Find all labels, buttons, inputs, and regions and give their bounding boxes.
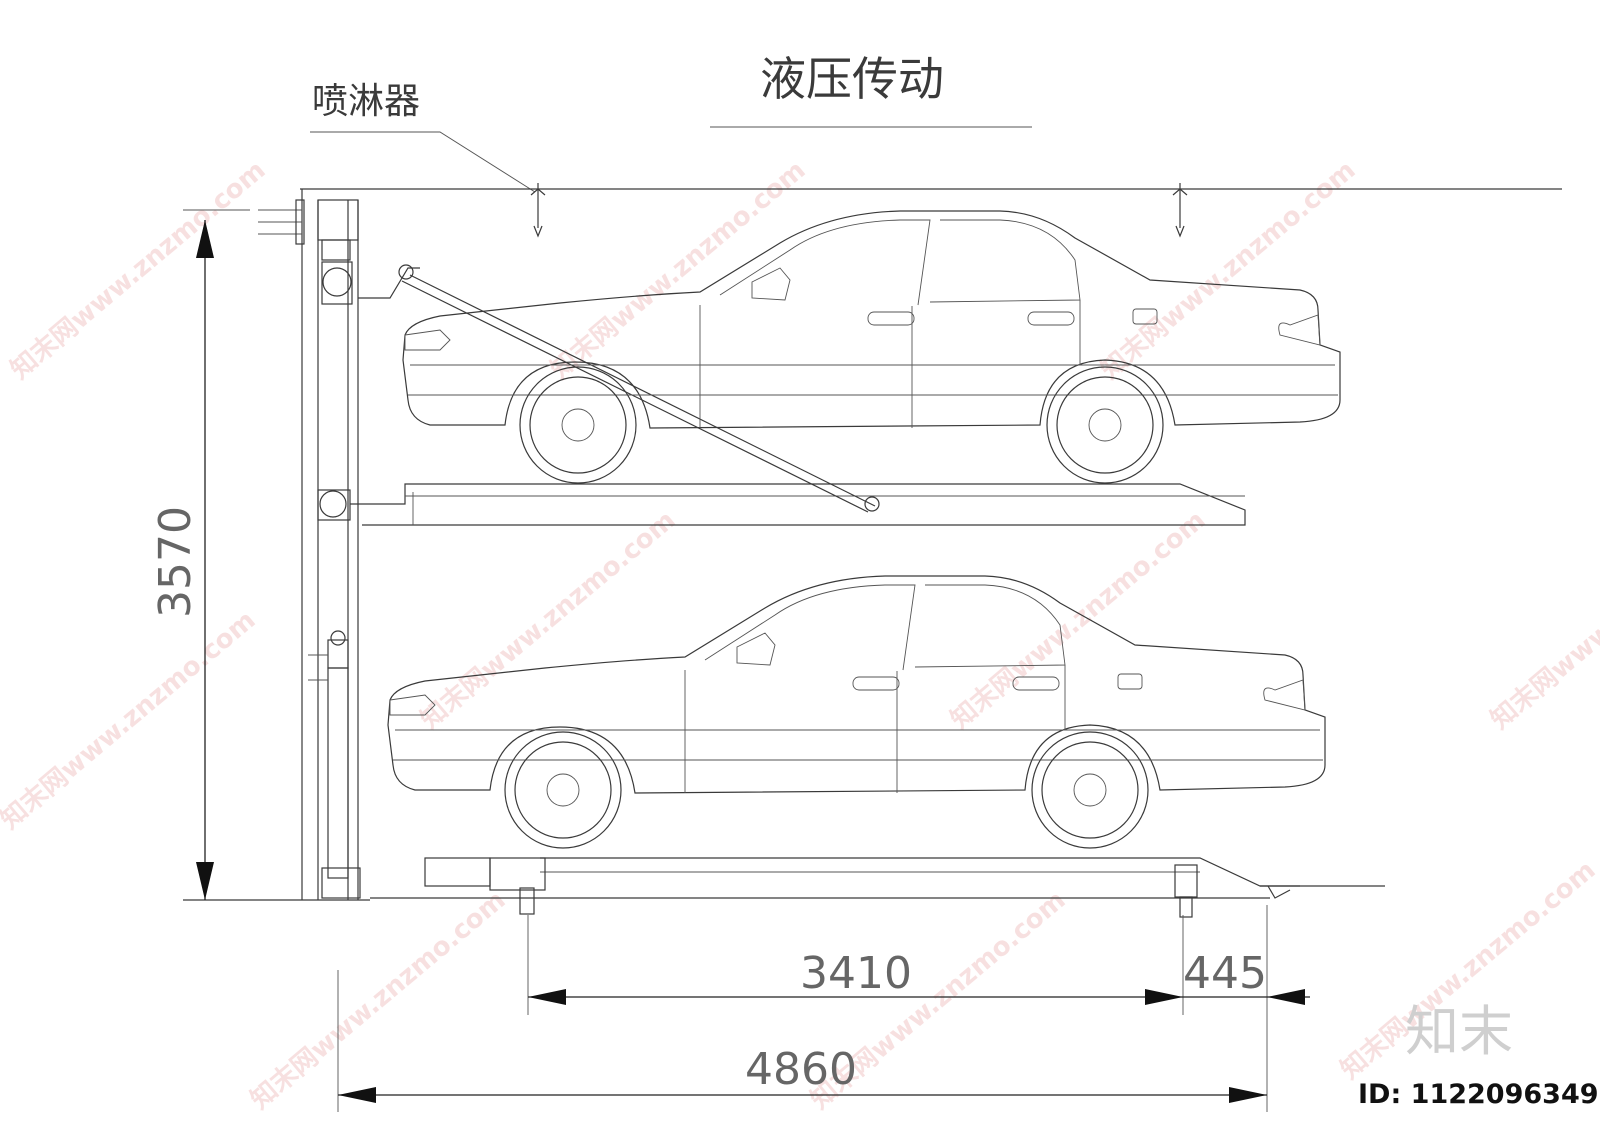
dimension-span-end bbox=[1183, 989, 1310, 1005]
dimension-span-main-label: 3410 bbox=[800, 948, 912, 999]
watermark: 知末网www.znzmo.com bbox=[245, 885, 511, 1115]
upper-car bbox=[402, 210, 1341, 484]
diagram-title: 液压传动 bbox=[760, 52, 944, 106]
dimension-overall-label: 4860 bbox=[745, 1044, 857, 1095]
lower-car bbox=[387, 575, 1326, 849]
watermark: 知末网www.znzmo.com bbox=[415, 505, 681, 735]
dimension-span-main bbox=[528, 989, 1183, 1005]
watermark: 知末网www.znzmo.com bbox=[945, 505, 1211, 735]
sprinkler-icon bbox=[530, 183, 546, 238]
dimension-span-end-label: 445 bbox=[1183, 948, 1267, 999]
dimension-overall bbox=[338, 1087, 1267, 1103]
watermark: 知末网www.znzmo.com bbox=[0, 605, 261, 835]
dimension-height bbox=[183, 209, 250, 900]
watermark: 知末网www.znzmo.com bbox=[545, 155, 811, 385]
dimension-height-label: 3570 bbox=[150, 506, 201, 618]
lower-platform bbox=[370, 857, 1385, 918]
lift-column bbox=[258, 189, 361, 900]
upper-platform bbox=[350, 264, 1246, 526]
sprinkler-icon bbox=[1172, 183, 1188, 238]
brand-logo: 知末 bbox=[1405, 1000, 1513, 1063]
watermark: 知末网www.znzmo.com bbox=[1485, 505, 1600, 735]
sprinkler-leader-line bbox=[310, 131, 536, 193]
watermark: 知末网www.znzmo.com bbox=[1095, 155, 1361, 385]
sprinkler-label: 喷淋器 bbox=[312, 81, 420, 122]
watermark: 知末网www.znzmo.com bbox=[5, 155, 271, 385]
image-id: ID: 1122096349 bbox=[1358, 1079, 1599, 1110]
